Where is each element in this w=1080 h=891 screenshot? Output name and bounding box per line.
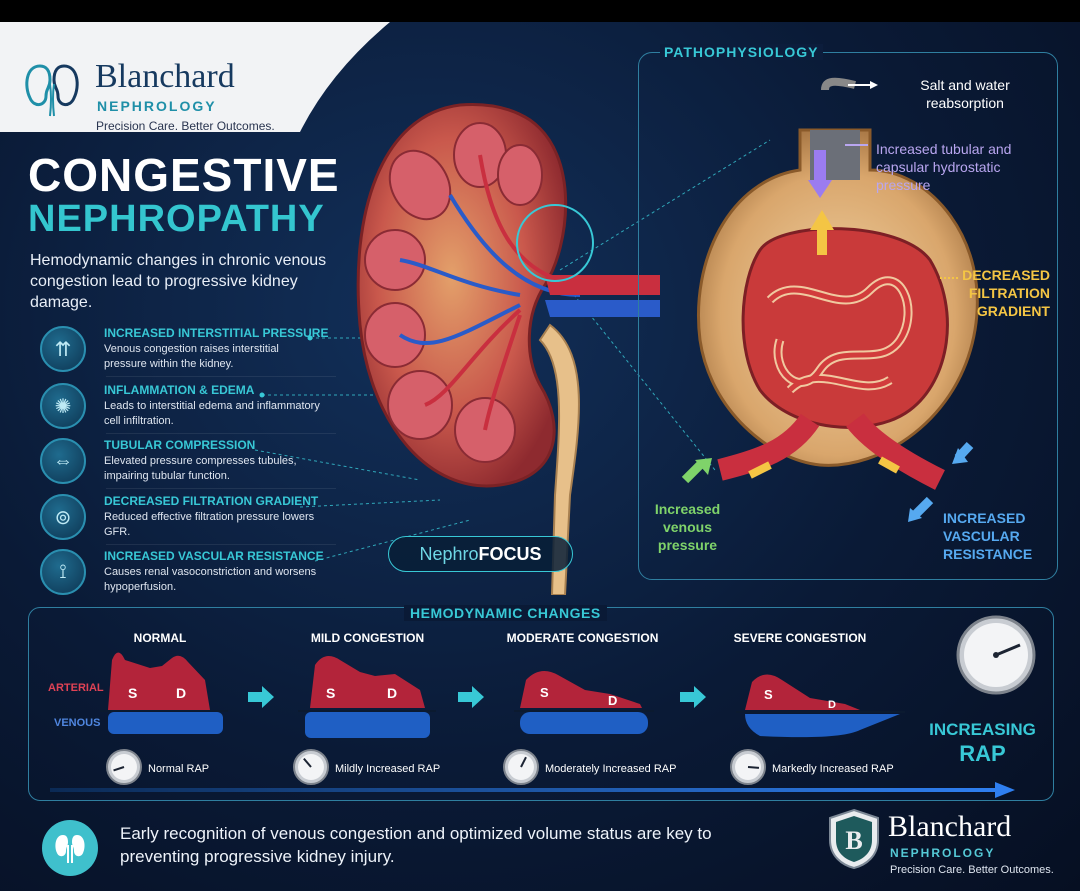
mechanism-item: ⊚ DECREASED FILTRATION GRADIENT Reduced … [40, 494, 360, 546]
mechanism-item: ⇔ TUBULAR COMPRESSION Elevated pressure … [40, 438, 360, 490]
gauge-icon [503, 749, 539, 785]
filtration-icon: ⊚ [40, 494, 86, 540]
large-gauge-icon [956, 615, 1036, 695]
gauge-needle [303, 757, 312, 768]
mechanism-heading: TUBULAR COMPRESSION [104, 438, 256, 452]
upward-arrows-icon: ⇈ [40, 326, 86, 372]
inflammation-icon: ✺ [40, 383, 86, 429]
mechanism-heading: DECREASED FILTRATION GRADIENT [104, 494, 319, 508]
stage-title-mild: MILD CONGESTION [310, 631, 425, 645]
mechanism-text: Causes renal vasoconstriction and worsen… [104, 566, 317, 593]
shield-logo-icon: B [829, 808, 879, 870]
kidney-footer-icon [42, 820, 98, 876]
d-wave-label: D [608, 693, 617, 708]
mechanism-item: ✺ INFLAMMATION & EDEMA Leads to intersti… [40, 383, 360, 435]
stage-title-severe: SEVERE CONGESTION [733, 631, 867, 645]
gauge-label: Moderately Increased RAP [545, 763, 677, 775]
tubular-pressure-label: Increased tubular and capsular hydrostat… [876, 141, 1012, 193]
page-title-accent: NEPHROPATHY [28, 198, 325, 240]
gauge-label: Normal RAP [148, 763, 210, 775]
venous-pressure-label: Increased venous pressure [654, 501, 721, 553]
mechanism-text: Leads to interstitial edema and inflamma… [104, 400, 320, 427]
gauge-icon [293, 749, 329, 785]
mechanism-heading: INCREASED INTERSTITIAL PRESSURE [104, 326, 329, 340]
badge-prefix: Nephro [419, 543, 479, 564]
mechanism-item: ⇈ INCREASED INTERSTITIAL PRESSURE Venous… [40, 326, 360, 378]
mechanism-text: Elevated pressure compresses tubules, im… [104, 455, 297, 482]
divider [106, 488, 336, 489]
divider [106, 544, 336, 545]
increasing-rap-line2: RAP [959, 741, 1006, 766]
brand-tagline: Precision Care. Better Outcomes. [96, 119, 275, 133]
glomerulus-illustration [681, 77, 979, 522]
waveform-mild: S D [298, 656, 436, 738]
s-wave-label: S [326, 685, 335, 701]
footer-brand-subtitle: NEPHROLOGY [890, 846, 996, 860]
page-title: CONGESTIVE [28, 149, 340, 201]
kidney-logo-icon [25, 64, 79, 117]
divider [106, 376, 336, 377]
gauge-label: Markedly Increased RAP [772, 763, 894, 775]
filtration-gradient-label: DECREASED FILTRATION GRADIENT [962, 267, 1050, 319]
progress-arrow-line [50, 788, 995, 792]
pathophysiology-title: PATHOPHYSIOLOGY [660, 44, 823, 60]
compression-icon: ⇔ [40, 438, 86, 484]
venous-label: VENOUS [54, 717, 101, 729]
footer-brand-name: Blanchard [888, 810, 1012, 843]
waveform-severe: S D [736, 674, 905, 738]
arterial-label: ARTERIAL [48, 682, 104, 694]
d-wave-label: D [176, 685, 186, 701]
brand-subtitle: NEPHROLOGY [97, 98, 217, 114]
vascular-resistance-label: INCREASED VASCULAR RESISTANCE [943, 510, 1033, 562]
gauge-icon [730, 749, 766, 785]
footer-brand-tagline: Precision Care. Better Outcomes. [890, 864, 1054, 876]
svg-text:B: B [845, 826, 862, 855]
pathophysiology-panel [638, 52, 1058, 580]
brand-header: Blanchard NEPHROLOGY Precision Care. Bet… [0, 22, 390, 133]
waveform-moderate: S D [514, 671, 654, 734]
mechanism-text: Venous congestion raises interstitial pr… [104, 343, 279, 370]
footer-message: Early recognition of venous congestion a… [120, 824, 712, 866]
hemodynamic-title: HEMODYNAMIC CHANGES [404, 605, 607, 621]
logo-card-bg [0, 22, 390, 132]
s-wave-label: S [540, 685, 549, 700]
gauge-needle [520, 756, 527, 768]
kidney-illustration [356, 103, 660, 595]
vessel-icon: ⟟ [40, 549, 86, 595]
mechanism-text: Reduced effective filtration pressure lo… [104, 511, 315, 538]
stage-title-moderate: MODERATE CONGESTION [506, 631, 659, 645]
increasing-rap-label: INCREASING RAP [925, 718, 1040, 766]
s-wave-label: S [128, 685, 137, 701]
intro-text: Hemodynamic changes in chronic venous co… [30, 252, 327, 311]
top-bar [0, 0, 1080, 22]
divider [106, 433, 336, 434]
mechanism-item: ⟟ INCREASED VASCULAR RESISTANCE Causes r… [40, 549, 360, 601]
kidney-icon [55, 835, 85, 863]
mechanism-heading: INCREASED VASCULAR RESISTANCE [104, 549, 324, 563]
gauge-label: Mildly Increased RAP [335, 763, 441, 775]
mechanism-heading: INFLAMMATION & EDEMA [104, 383, 255, 397]
stage-title-normal: NORMAL [133, 631, 187, 645]
brand-name: Blanchard [95, 58, 235, 95]
d-wave-label: D [387, 685, 397, 701]
gauge-icon [106, 749, 142, 785]
d-wave-label: D [828, 699, 836, 711]
badge-bold: FOCUS [478, 543, 542, 564]
stage-arrows [248, 686, 706, 708]
progress-arrow-head [995, 782, 1015, 798]
s-wave-label: S [764, 687, 773, 702]
gauge-needle [747, 766, 760, 769]
salt-water-label: Salt and water reabsorption [920, 77, 1010, 111]
waveform-normal: S D [100, 652, 228, 734]
increasing-rap-line1: INCREASING [929, 720, 1036, 739]
gauge-needle [113, 766, 125, 772]
